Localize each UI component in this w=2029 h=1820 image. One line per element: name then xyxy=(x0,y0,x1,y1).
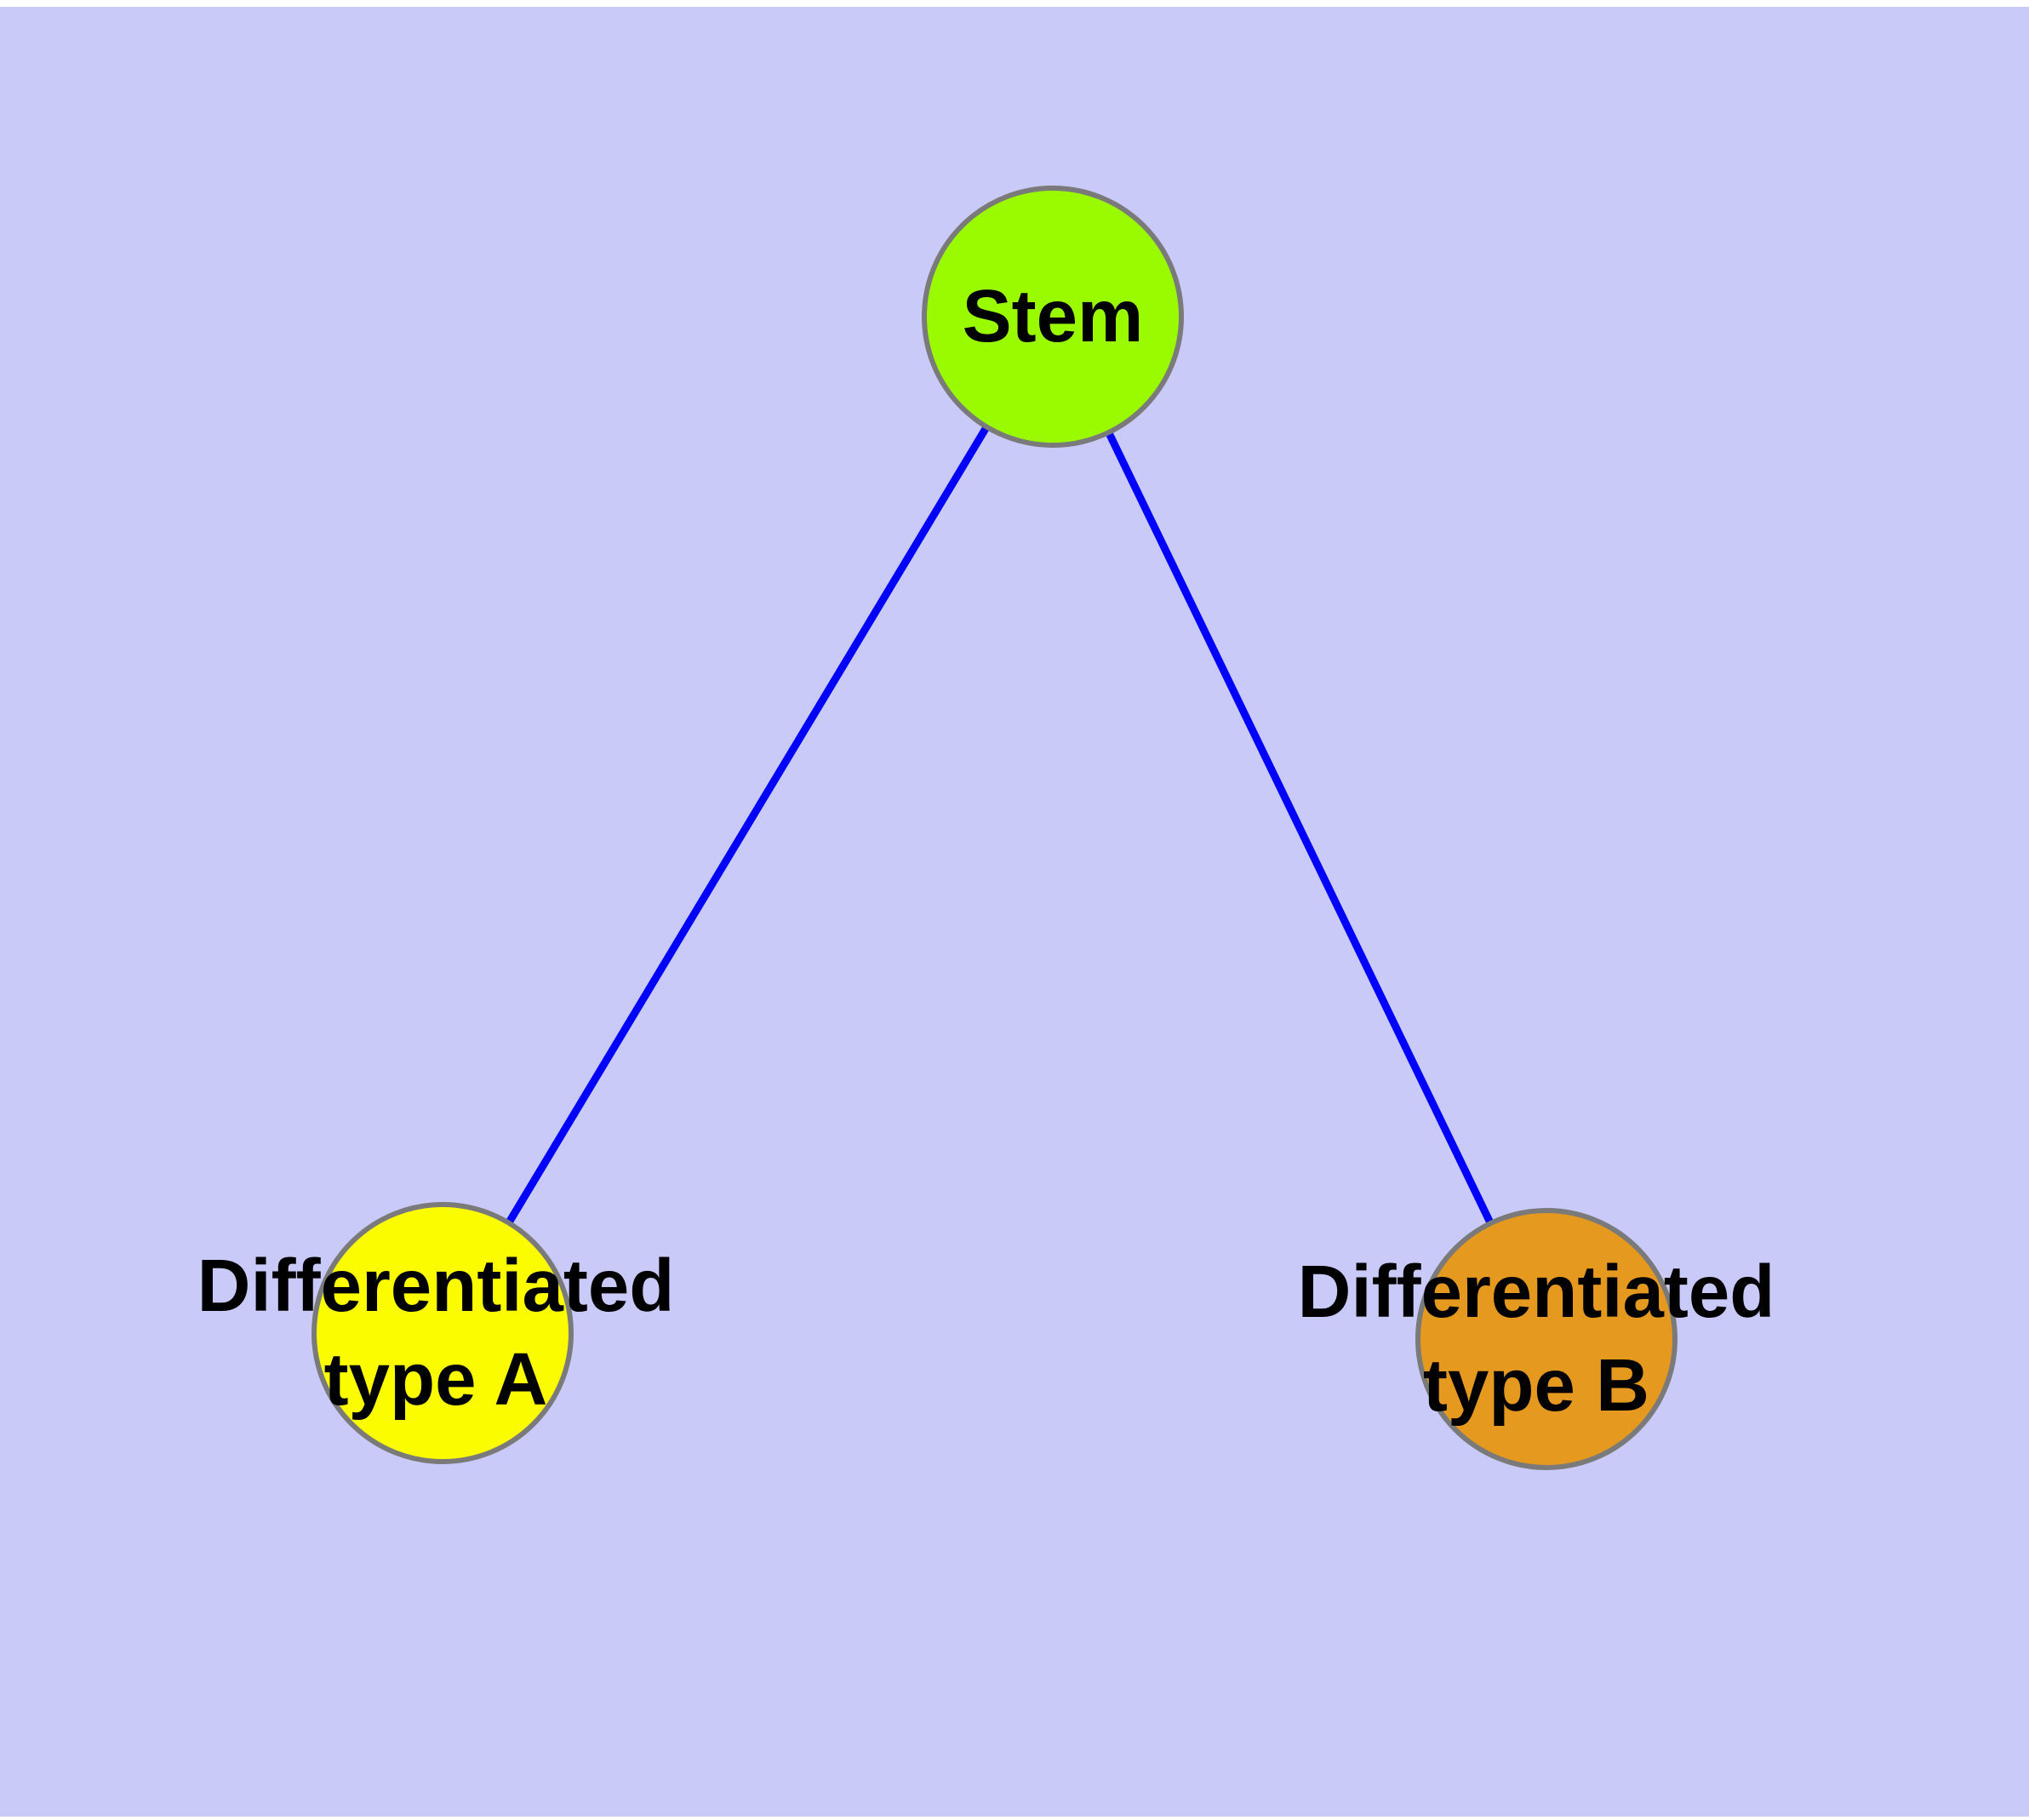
node-stem xyxy=(922,186,1184,448)
label-differentiated-type-b: Differentiated type B xyxy=(1298,1245,1775,1433)
label-type-b-line1: Differentiated xyxy=(1297,1251,1775,1333)
label-type-a-line1: Differentiated xyxy=(197,1245,675,1327)
label-stem-line1: Stem xyxy=(962,275,1144,358)
label-type-a-line2: type A xyxy=(323,1338,548,1421)
label-differentiated-type-a: Differentiated type A xyxy=(197,1239,675,1427)
edge-stem-to-type-b xyxy=(1049,312,1551,1343)
label-type-b-line2: type B xyxy=(1423,1344,1649,1427)
label-stem: Stem xyxy=(963,270,1144,363)
node-differentiated-type-b xyxy=(1415,1208,1677,1470)
node-differentiated-type-a xyxy=(311,1202,574,1464)
edge-stem-to-type-a xyxy=(438,312,1057,1337)
